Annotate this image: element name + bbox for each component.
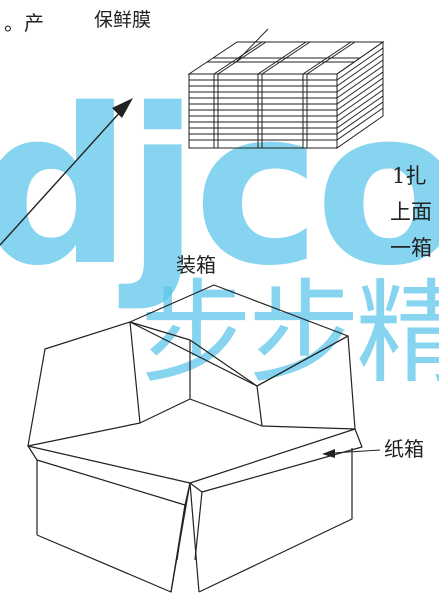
carton-pointer-arrow (322, 449, 381, 458)
watermark: djco 步步精 (0, 62, 439, 399)
boxing-label: 装箱 (176, 253, 216, 277)
film-label: 保鲜膜 (94, 9, 151, 31)
right-fragment-line2: 上面 (390, 200, 432, 224)
top-left-fragment: 。产 (4, 11, 44, 35)
carton-box (27, 284, 363, 593)
film-wrapped-stack (187, 41, 385, 149)
right-fragment-line1: 1扎 (392, 164, 426, 188)
carton-label: 纸箱 (384, 437, 424, 461)
right-fragment-line3: 一箱 (390, 236, 432, 260)
film-leader-line (235, 28, 269, 63)
pointer-arrow (0, 98, 133, 246)
watermark-cjk: 步步精 (140, 269, 439, 399)
